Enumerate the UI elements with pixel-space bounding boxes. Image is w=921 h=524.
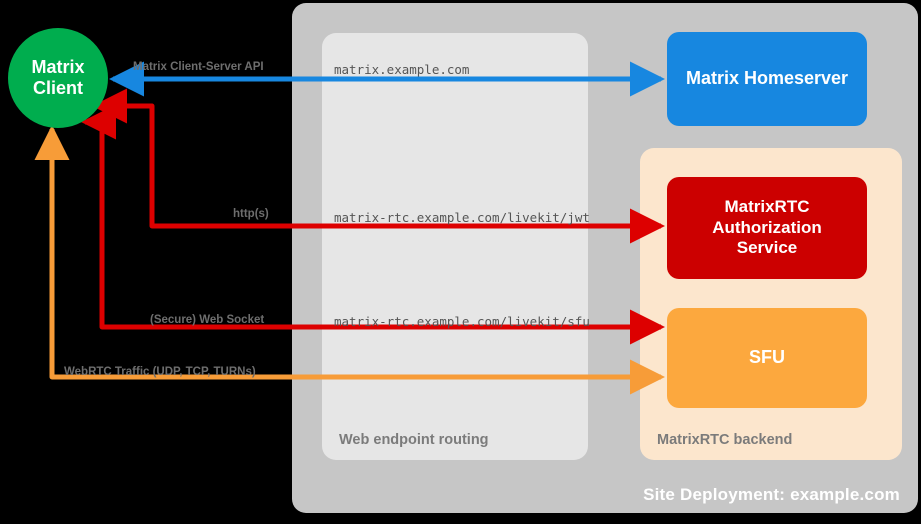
matrixrtc-backend-label: MatrixRTC backend xyxy=(657,432,793,448)
web-endpoint-routing-label: Web endpoint routing xyxy=(339,432,489,448)
endpoint-label-matrix: matrix.example.com xyxy=(334,62,470,77)
auth-service-label-line3: Service xyxy=(736,238,798,258)
edge-label-client-server-api: Matrix Client-Server API xyxy=(133,61,264,73)
edge-label-web-socket: (Secure) Web Socket xyxy=(150,314,265,326)
matrix-client-label-line2: Client xyxy=(32,78,83,98)
endpoint-label-livekit-jwt: matrix-rtc.example.com/livekit/jwt xyxy=(334,210,590,225)
auth-service-label-line2: Authorization xyxy=(712,217,822,237)
auth-service-label-line1: MatrixRTC xyxy=(724,196,810,216)
matrix-client-label-line1: Matrix xyxy=(31,56,85,77)
node-matrix-client[interactable]: Matrix Client xyxy=(8,28,108,128)
edge-label-webrtc-traffic: WebRTC Traffic (UDP, TCP, TURNs) xyxy=(64,366,256,378)
sfu-label: SFU xyxy=(749,347,785,368)
edge-label-https: http(s) xyxy=(233,208,269,220)
node-matrixrtc-authorization-service[interactable]: MatrixRTC Authorization Service xyxy=(667,177,867,279)
web-endpoint-routing-container: Web endpoint routing xyxy=(322,33,588,460)
node-matrix-homeserver[interactable]: Matrix Homeserver xyxy=(667,32,867,126)
matrix-homeserver-label: Matrix Homeserver xyxy=(685,68,849,89)
site-deployment-label: Site Deployment: example.com xyxy=(643,485,900,504)
endpoint-label-livekit-sfu: matrix-rtc.example.com/livekit/sfu xyxy=(334,314,590,329)
node-sfu[interactable]: SFU xyxy=(667,308,867,408)
